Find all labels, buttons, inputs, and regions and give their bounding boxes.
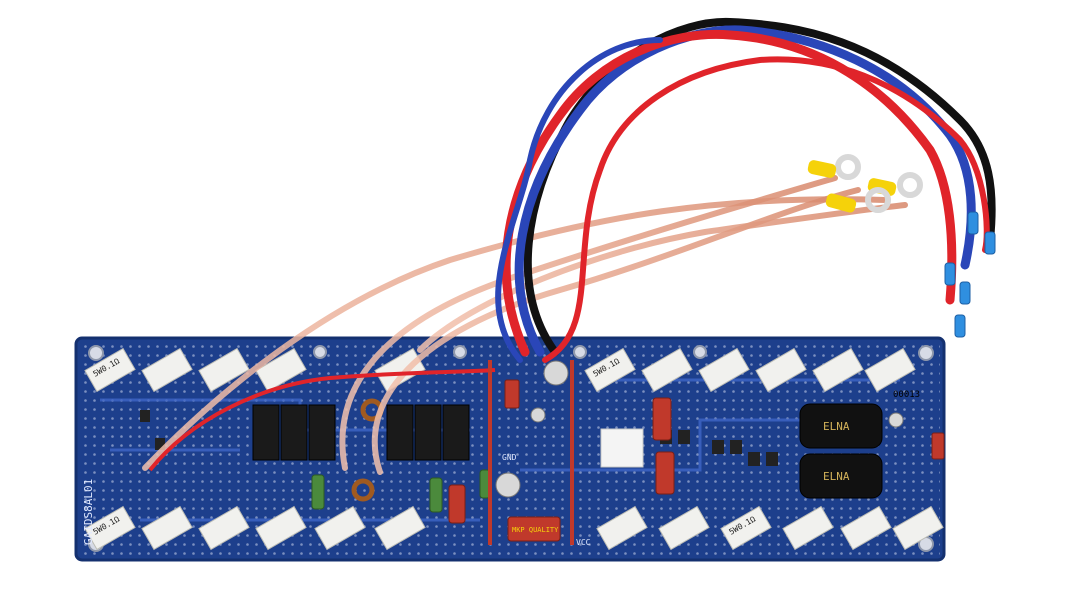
power-rails	[488, 360, 574, 545]
electrolytic-label: ELNA	[823, 470, 850, 483]
ring-terminals	[807, 154, 923, 213]
board-label-top-right: 00013	[893, 390, 920, 400]
mkp-label: MKP QUALITY	[512, 526, 559, 534]
spade-terminals	[944, 211, 996, 338]
board-label-gnd: GND	[502, 453, 517, 462]
red-board-wire	[148, 368, 496, 472]
small-caps	[495, 360, 904, 498]
relay-bank	[252, 404, 470, 461]
green-resistors	[311, 469, 491, 513]
top-resistor-row	[84, 347, 916, 393]
bottom-resistor-row	[84, 505, 944, 551]
white-module	[600, 428, 644, 468]
board-label-left: GAIDS8AL01	[82, 479, 95, 545]
mkp-capacitor: MKP QUALITY	[507, 516, 561, 542]
electrolytic-capacitors: ELNA ELNA	[799, 403, 883, 499]
power-wire-bundle	[495, 17, 996, 363]
film-capacitors	[448, 379, 945, 524]
electrolytic-label: ELNA	[823, 420, 850, 433]
board-label-vcc: VCC	[576, 538, 591, 547]
